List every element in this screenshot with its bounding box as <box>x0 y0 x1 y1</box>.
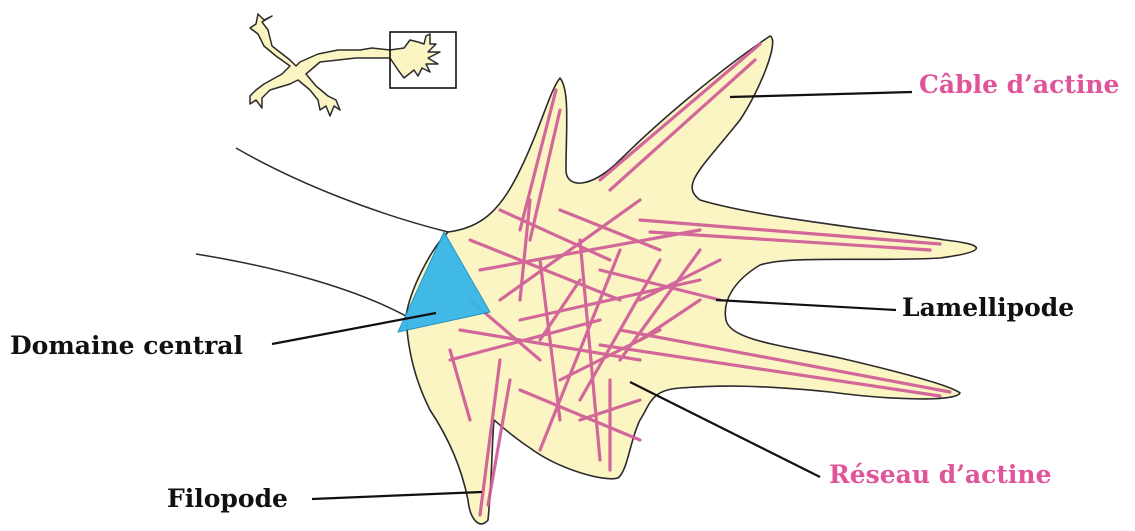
leader-filopode <box>312 492 482 499</box>
label-cable-actine: Câble d’actine <box>919 70 1119 99</box>
label-reseau-actine: Réseau d’actine <box>829 460 1051 489</box>
growth-cone <box>406 36 976 524</box>
leader-reseau-actine <box>630 382 820 477</box>
leader-cable-actine <box>730 92 912 97</box>
axon <box>196 148 448 320</box>
neuron-icon <box>250 14 440 116</box>
label-filopode: Filopode <box>167 484 288 513</box>
neuron-inset <box>250 14 456 116</box>
label-domaine-central: Domaine central <box>10 331 243 360</box>
leader-lamellipode <box>716 300 896 310</box>
label-lamellipode: Lamellipode <box>902 293 1074 322</box>
